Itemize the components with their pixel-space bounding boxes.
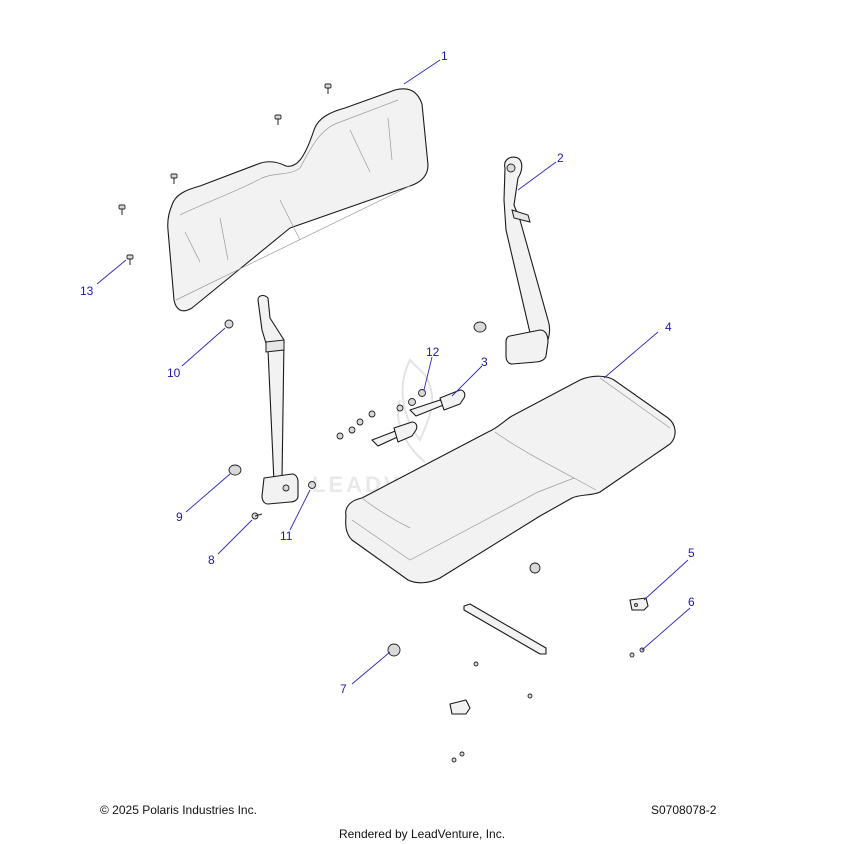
bolt-8 — [251, 512, 263, 520]
nut-7 — [387, 643, 401, 657]
callout-3: 3 — [481, 355, 488, 369]
seat-belt-right — [503, 156, 551, 365]
callout-13: 13 — [80, 284, 94, 298]
nut-upper — [529, 562, 541, 574]
nut-11 — [308, 481, 316, 489]
seat-bottom — [345, 375, 676, 584]
lower-bracket — [449, 661, 533, 763]
seat-belt-left — [257, 295, 299, 505]
callout-8: 8 — [208, 553, 215, 567]
nut-12 — [418, 389, 426, 397]
callout-7: 7 — [340, 682, 347, 696]
callout-12: 12 — [426, 345, 440, 359]
hardware — [224, 319, 541, 657]
nut-10 — [224, 319, 234, 329]
washer-9 — [228, 464, 242, 476]
callout-10: 10 — [167, 366, 181, 380]
seat-back — [167, 88, 429, 312]
callouts: 1 2 3 4 5 6 7 8 9 10 11 12 13 — [80, 49, 695, 696]
callout-5: 5 — [688, 546, 695, 560]
buckle-assembly — [371, 389, 466, 447]
copyright-text: © 2025 Polaris Industries Inc. — [100, 803, 257, 817]
screw-group — [118, 83, 332, 265]
leader-lines — [96, 59, 691, 685]
screws-6 — [629, 647, 645, 658]
strap-plate — [463, 603, 547, 655]
callout-9: 9 — [176, 510, 183, 524]
callout-11: 11 — [280, 529, 293, 543]
callout-4: 4 — [665, 320, 672, 334]
callout-6: 6 — [688, 595, 695, 609]
rendered-by-text: Rendered by LeadVenture, Inc. — [338, 827, 506, 841]
callout-2: 2 — [557, 151, 564, 165]
washer — [473, 321, 487, 333]
callout-1: 1 — [441, 49, 448, 63]
diagram-id: S0708078-2 — [651, 803, 717, 817]
bracket-5 — [629, 597, 649, 611]
